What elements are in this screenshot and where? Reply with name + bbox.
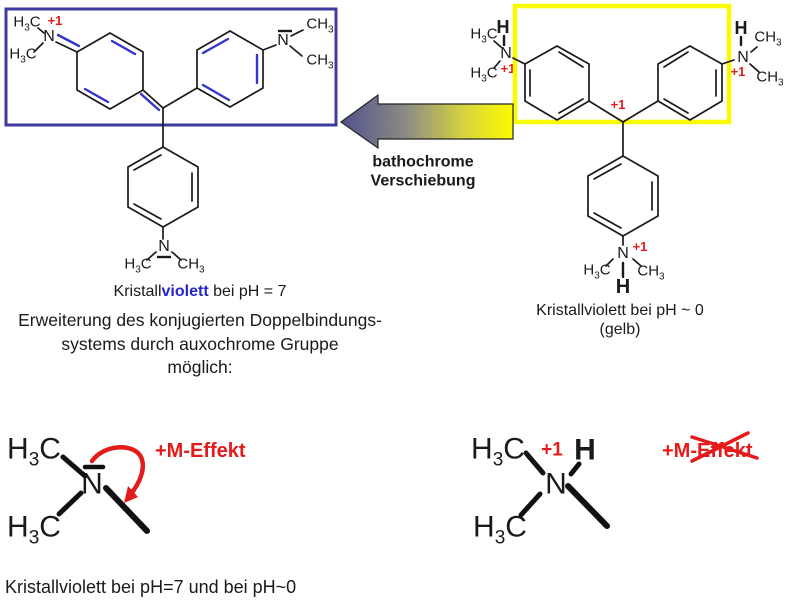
benzene-ring [657, 45, 723, 121]
atom-label-ch3: CH3 [306, 15, 334, 36]
atom-label-h3c: H3C [583, 261, 611, 282]
atom-label-h: H [734, 18, 748, 39]
charge-label: +1 [541, 439, 563, 461]
m-effect-label: +M-Effekt [155, 440, 246, 462]
mesomeric-effect-arrowhead [124, 486, 138, 503]
charge-label: +1 [500, 60, 516, 76]
arrow-label-line2: Verschiebung [370, 172, 476, 189]
footer-caption: Kristallviolett bei pH=7 und bei pH~0 [5, 577, 297, 597]
caption-ph7-highlight: violett [161, 283, 209, 301]
atom-label-n: N [617, 245, 629, 263]
bond-to-ring [103, 485, 150, 534]
bond [262, 44, 277, 51]
atom-label-h3c: H3C [13, 13, 41, 34]
charge-label: +1 [730, 63, 746, 79]
bond [142, 89, 164, 109]
double-bond-blue [139, 92, 161, 112]
benzene-ring [127, 146, 199, 228]
double-bond [133, 203, 162, 220]
structure-kristallviolett-ph7 [33, 27, 304, 261]
atom-label-h: H [496, 17, 510, 38]
atom-label-h3c: H3C [470, 25, 498, 46]
atom-label-h3c: H3C [473, 510, 527, 549]
benzene-ring [524, 45, 590, 121]
atom-label-h3c: H3C [7, 510, 61, 549]
atom-label-h3c: H3C [124, 255, 152, 276]
benzene-ring [76, 32, 144, 110]
structure-kristallviolett-ph0 [493, 34, 760, 279]
arrow-label: bathochrome Verschiebung [371, 154, 476, 191]
bond [56, 490, 84, 517]
caption-ph7-prefix: Kristall [113, 283, 162, 301]
body-text-line2: systems durch auxochrome Gruppe [61, 333, 339, 354]
atom-label-h: H [615, 276, 631, 298]
benzene-ring [196, 30, 264, 108]
atom-label-n: N [545, 467, 567, 501]
atom-label-n: N [43, 28, 55, 46]
double-bond-blue [201, 37, 230, 55]
caption-gelb: (gelb) [599, 321, 641, 339]
atom-label-ch3: CH3 [306, 51, 334, 72]
m-effect-label-crossed: +M-Effekt [662, 440, 753, 462]
atom-label-n: N [737, 49, 749, 67]
body-text: Erweiterung des konjugierten Doppelbindu… [0, 309, 400, 380]
double-bond [558, 51, 584, 68]
atom-label-n: N [277, 32, 289, 50]
atom-label-ch3: CH3 [756, 68, 784, 89]
atom-label-h3c: H3C [470, 64, 498, 85]
bond [162, 87, 198, 109]
atom-label-n: N [81, 467, 103, 501]
bond [55, 41, 78, 53]
arrow-label-line1: bathochrome [372, 153, 474, 171]
double-bond [663, 98, 689, 114]
caption-kristallviolett-ph7: Kristallviolett bei pH = 7 [114, 283, 287, 301]
atom-label-ch3: CH3 [177, 255, 205, 276]
bond [289, 45, 303, 57]
atom-label-n: N [500, 45, 512, 63]
atom-label-ch3: CH3 [754, 28, 782, 49]
atom-label-h3c: H3C [9, 45, 37, 66]
charge-label-central-carbon: +1 [610, 96, 626, 112]
atom-label-ch3: CH3 [637, 262, 665, 283]
atom-label-h3c: H3C [471, 432, 525, 471]
double-bond [558, 98, 584, 114]
double-bond [593, 212, 622, 229]
bond-to-ring [565, 483, 610, 529]
bathochromic-shift-arrow [339, 93, 514, 150]
double-bond-blue [110, 39, 137, 56]
caption-kristallviolett-ph0: Kristallviolett bei pH ~ 0 [536, 302, 704, 320]
atom-label-h: H [574, 433, 596, 467]
bond [622, 100, 659, 123]
double-bond-blue [56, 33, 81, 48]
double-bond-blue [201, 83, 231, 102]
body-text-line3: möglich: [167, 357, 233, 377]
atom-label-n: N [158, 238, 170, 256]
fragment-dimethylamine-neutral [56, 445, 150, 534]
double-bond [133, 154, 162, 171]
bond [290, 29, 304, 37]
charge-label: +1 [47, 12, 63, 28]
body-text-line1: Erweiterung des konjugierten Doppelbindu… [18, 310, 382, 330]
caption-ph7-suffix: bei pH = 7 [208, 283, 287, 301]
atom-label-h3c: H3C [7, 432, 61, 471]
double-bond [593, 163, 622, 180]
benzene-ring [587, 155, 659, 237]
charge-label: +1 [632, 238, 648, 254]
double-bond-blue [83, 87, 110, 104]
double-bond [663, 51, 689, 68]
